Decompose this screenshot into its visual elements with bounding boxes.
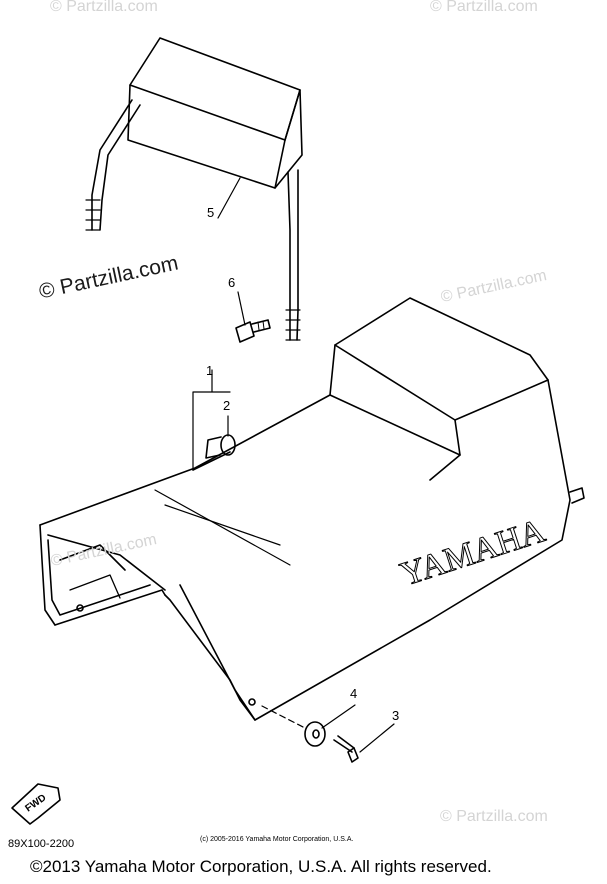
- assembly-line: [261, 705, 306, 729]
- fwd-label: FWD: [23, 792, 48, 814]
- seat-outline: [39, 297, 571, 721]
- callout-2: 2: [223, 398, 231, 413]
- backrest-assembly: [85, 37, 303, 341]
- watermark: © Partzilla.com: [430, 0, 538, 15]
- watermark: © Partzilla.com: [440, 808, 548, 825]
- callout-6: 6: [228, 275, 236, 290]
- footer-copyright: ©2013 Yamaha Motor Corporation, U.S.A. A…: [30, 857, 492, 876]
- collar-part-2: [192, 434, 236, 471]
- backrest-pad-front: [127, 84, 286, 189]
- bolt-part-6: [235, 319, 271, 343]
- screw-part-3: [333, 735, 359, 763]
- small-copyright: (c) 2005-2016 Yamaha Motor Corporation, …: [200, 836, 354, 843]
- washer-part-4: [304, 721, 326, 747]
- yamaha-brand-text: YAMAHA: [396, 512, 550, 593]
- callout-5: 5: [207, 205, 215, 220]
- watermark: © Partzilla.com: [50, 0, 158, 15]
- seat-body: YAMAHA: [39, 297, 585, 721]
- diagram-code: 89X100-2200: [8, 838, 75, 850]
- callout-1: 1: [206, 363, 214, 378]
- callout-leaders: [192, 177, 395, 753]
- callout-4: 4: [350, 686, 358, 701]
- backrest-pad-top: [129, 37, 301, 141]
- fwd-arrow-icon: FWD: [11, 783, 61, 825]
- backrest-right-bar: [287, 171, 291, 341]
- backrest-left-bar: [91, 99, 133, 231]
- callout-3: 3: [392, 708, 400, 723]
